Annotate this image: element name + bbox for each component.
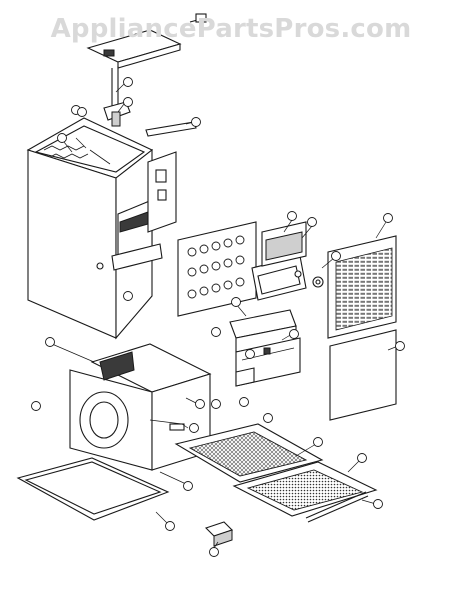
hanger-rod <box>103 66 131 127</box>
base-pan <box>16 457 170 521</box>
filter-rod <box>305 491 369 523</box>
small-block <box>204 521 234 547</box>
air-filter <box>232 461 378 517</box>
callout-markers <box>31 77 405 557</box>
filter-cartridge <box>251 221 324 301</box>
top-rail <box>145 121 197 137</box>
furnace-cabinet <box>26 117 177 340</box>
lower-door-panel <box>329 329 397 421</box>
burner-plate <box>177 221 257 317</box>
top-mounting-bracket <box>86 13 207 69</box>
louvered-door <box>327 235 397 339</box>
filter-frame <box>174 423 324 483</box>
vent-bracket <box>229 309 301 387</box>
